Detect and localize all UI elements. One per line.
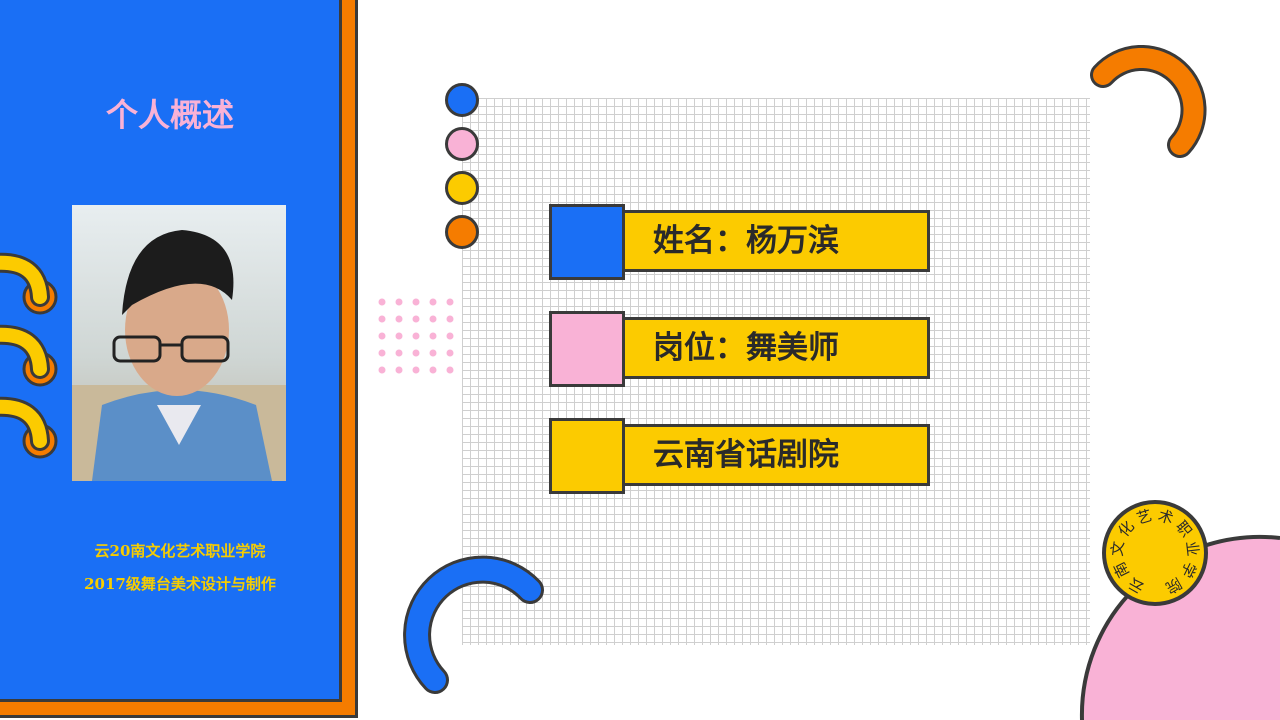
pink-dot-mark (446, 298, 454, 306)
class-name: 2017级舞台美术设计与制作 (84, 575, 276, 593)
employer-label: 云南省话剧院 (622, 424, 930, 486)
pink-dot-mark (378, 332, 386, 340)
profile-photo (72, 205, 286, 481)
pink-dot-mark (395, 366, 403, 374)
pink-dot-mark (412, 349, 420, 357)
pink-dot-mark (446, 349, 454, 357)
pink-dot-mark (429, 349, 437, 357)
row-square (549, 311, 625, 387)
pink-dot-mark (429, 298, 437, 306)
pink-dot-mark (412, 315, 420, 323)
blue-dot (445, 83, 479, 117)
orange-dot (445, 215, 479, 249)
pink-dot-mark (378, 315, 386, 323)
pink-dot-mark (429, 366, 437, 374)
page-title: 个人概述 (105, 96, 234, 134)
pink-dot-mark (412, 298, 420, 306)
info-row-employer: 云南省话剧院 (549, 418, 931, 494)
name-label: 姓名：杨万滨 (622, 210, 930, 272)
info-row-position: 岗位：舞美师 (549, 311, 931, 387)
seal-char: 学 (1177, 559, 1200, 580)
info-row-name: 姓名：杨万滨 (549, 204, 931, 280)
pink-dot (445, 127, 479, 161)
pink-dot-mark (395, 298, 403, 306)
pink-dot-mark (446, 315, 454, 323)
pink-dot-mark (412, 366, 420, 374)
yellow-dot (445, 171, 479, 205)
yellow-arcs-decoration (0, 252, 58, 459)
row-square (549, 204, 625, 280)
seal-char: 文 (1108, 540, 1128, 557)
seal-char: 业 (1182, 540, 1202, 557)
pink-dot-mark (429, 332, 437, 340)
pink-dot-mark (395, 332, 403, 340)
seal-char: 艺 (1134, 506, 1154, 528)
pink-dot-pattern (378, 298, 454, 374)
pink-dot-mark (429, 315, 437, 323)
pink-dot-mark (395, 315, 403, 323)
row-square (549, 418, 625, 494)
pink-dot-mark (378, 366, 386, 374)
school-seal: 云南文化艺术职业学院 (1102, 500, 1208, 606)
seal-char: 南 (1110, 559, 1133, 580)
school-name: 云20南文化艺术职业学院 (94, 542, 266, 560)
pink-dot-mark (412, 332, 420, 340)
pink-dot-mark (395, 349, 403, 357)
blue-arc-decoration (403, 555, 544, 694)
position-label: 岗位：舞美师 (622, 317, 930, 379)
seal-char: 术 (1156, 506, 1176, 528)
pink-dot-mark (446, 366, 454, 374)
pink-dot-mark (378, 349, 386, 357)
pink-dot-mark (446, 332, 454, 340)
pink-dot-mark (378, 298, 386, 306)
orange-arc-decoration (1090, 45, 1207, 158)
